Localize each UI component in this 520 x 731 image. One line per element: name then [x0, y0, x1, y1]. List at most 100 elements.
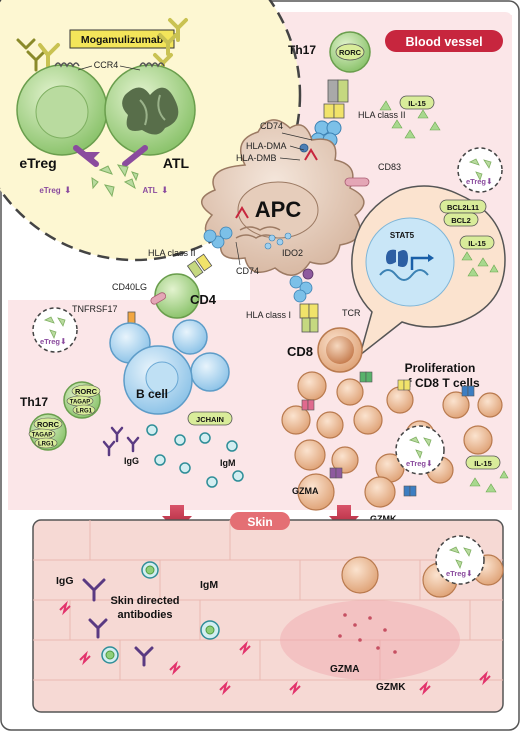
hla-class-i-icon: [289, 268, 314, 303]
hla-class-ii-right-label: HLA class II: [358, 110, 406, 120]
down-arrow-icon: [329, 505, 359, 532]
tcr-complex-cd4: [186, 253, 213, 278]
lrg1-label: LRG1: [38, 442, 55, 448]
bcl2-badge: [443, 212, 479, 227]
il15-molecules-icon: [461, 251, 499, 277]
dna-icon: [379, 269, 429, 281]
th17-bottom-label: Th17: [20, 395, 48, 409]
igm-pentamer-icon: [146, 424, 244, 488]
ido2-label: IDO2: [282, 248, 303, 258]
svg-text:⬇: ⬇: [426, 459, 433, 468]
etreg-cd8-label: eTreg: [406, 459, 426, 468]
granzyme-dots-icon: [338, 613, 397, 654]
jchain-badge: [187, 411, 233, 426]
blood-vessel-label: Blood vessel: [405, 35, 482, 49]
il15-molecules-icon: [379, 100, 441, 139]
stat5-dimer-icon: [386, 249, 408, 267]
arrow-icon: [122, 145, 148, 167]
etreg-down-label: eTreg: [39, 186, 60, 195]
il15-right-label: IL-15: [474, 459, 492, 468]
atl-nucleus: [122, 87, 179, 135]
mogamulizumab-label: Mogamulizumab: [81, 34, 163, 46]
hla-dma-label: HLA-DMA: [246, 141, 287, 151]
cd74-bottom-label: CD74: [236, 266, 259, 276]
cd8-label: CD8: [287, 344, 313, 359]
skin-gzma-label: GZMA: [330, 664, 359, 675]
gzmk-label: GZMK: [370, 514, 397, 524]
skin-cell-target-icon: [105, 565, 215, 660]
antibody-icon: [16, 38, 46, 72]
cd74-top-label: CD74: [260, 121, 283, 131]
b-cell-3: [190, 352, 230, 392]
stat5-label: STAT5: [390, 231, 415, 240]
il15-badge: [459, 235, 495, 250]
svg-text:⬇: ⬇: [60, 337, 67, 346]
etreg-down-badge-zoom: [457, 147, 503, 193]
skin-gzmk-label: GZMK: [376, 682, 406, 693]
igg-label: IgG: [124, 456, 139, 466]
rorc-label: RORC: [37, 420, 60, 429]
apc-nucleus: [237, 181, 319, 239]
lrg1-label: LRG1: [76, 409, 93, 415]
b-cell-label: B cell: [136, 387, 168, 401]
rorc-label: RORC: [339, 48, 362, 57]
svg-text:⬇: ⬇: [64, 185, 72, 195]
hla-dm-icon: [304, 148, 318, 161]
skin-directed-label-line1: Skin directed: [110, 595, 179, 607]
etreg-down-badge-bcell: [32, 307, 78, 353]
il15-molecules-icon: [469, 470, 509, 493]
ccr4-label: CCR4: [94, 60, 119, 70]
tcr-icons-cd8-cluster: [301, 371, 475, 497]
atl-label: ATL: [163, 155, 190, 171]
bcl2l11-label: BCL2L11: [447, 203, 479, 212]
skin-tissue-pattern: [33, 520, 503, 681]
cd40lg-label: CD40LG: [112, 282, 147, 292]
il15-zoom-label: IL-15: [468, 239, 486, 248]
apc-label: APC: [255, 197, 302, 222]
bcl2-label: BCL2: [451, 216, 471, 225]
cd40lg-icon: [150, 292, 167, 305]
hla-class-i-label: HLA class I: [246, 310, 291, 320]
proliferation-label-line2: of CD8 T cells: [400, 376, 480, 390]
hla-class-ii-left-label: HLA class II: [148, 248, 196, 258]
tagap-label: TAGAP: [32, 433, 53, 439]
cd83-label: CD83: [378, 162, 401, 172]
jchain-label: JCHAIN: [196, 415, 224, 424]
svg-text:⬇: ⬇: [486, 177, 493, 186]
skin-label: Skin: [247, 515, 272, 529]
ccr4-receptor-icon: [54, 62, 165, 68]
gzma-label: GZMA: [292, 486, 319, 496]
igm-label: IgM: [220, 458, 236, 468]
etreg-nucleus: [35, 85, 89, 139]
tnfrsf17-label: TNFRSF17: [72, 304, 118, 314]
ido2-granules-icon: [264, 232, 292, 250]
etreg-zoom-label: eTreg: [466, 177, 486, 186]
nucleus-zoom: [365, 217, 455, 307]
arrow-icon: [73, 145, 99, 167]
il15-top-label: IL-15: [408, 99, 426, 108]
lightning-damage-icon: [59, 600, 491, 696]
hla-class-ii-left-icon: [203, 206, 249, 249]
etreg-label: eTreg: [19, 155, 56, 171]
skin-badge: [230, 512, 290, 530]
il15-badge: [465, 455, 501, 470]
svg-text:⬇: ⬇: [466, 569, 473, 578]
atl-down-label: ATL: [143, 186, 158, 195]
etreg-down-badge-cd8: [395, 425, 445, 475]
skin-igg-label: IgG: [56, 575, 74, 587]
il15-badge: [399, 95, 435, 110]
dead-cell-fragments-icon: [91, 164, 139, 198]
hla-dmb-label: HLA-DMB: [236, 153, 277, 163]
b-cell-2: [172, 319, 208, 355]
skin-igm-label: IgM: [200, 579, 218, 591]
granzyme-cloud: [280, 600, 460, 680]
skin-directed-label-line2: antibodies: [117, 609, 172, 621]
cd83-receptor-icon: [344, 177, 370, 187]
down-arrow-icon: [162, 505, 192, 532]
etreg-skin-label: eTreg: [446, 569, 466, 578]
svg-text:⬇: ⬇: [161, 185, 169, 195]
rorc-label: RORC: [75, 387, 98, 396]
igg-antibody-icon: [102, 426, 140, 457]
